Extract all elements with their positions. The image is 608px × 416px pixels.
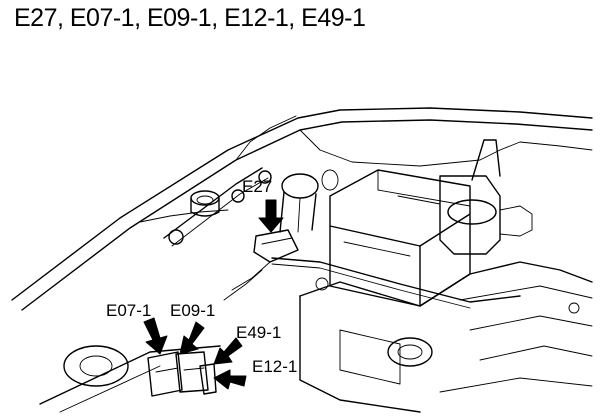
housing-lower-right: [299, 261, 593, 413]
label-e12-1: E12-1: [252, 357, 297, 376]
arrow-e49: [213, 337, 243, 365]
arrow-e07: [143, 317, 168, 355]
label-e07-1: E07-1: [106, 301, 151, 320]
lower-left-part: [39, 345, 221, 413]
label-e49-1: E49-1: [236, 323, 281, 342]
page-title: E27, E07-1, E09-1, E12-1, E49-1: [14, 4, 366, 32]
arrow-e09: [179, 321, 205, 355]
arrow-e12: [213, 369, 247, 390]
strut-bolt: [190, 190, 220, 217]
label-e09-1: E09-1: [170, 301, 215, 320]
fender-shelf: [163, 167, 272, 247]
bottom-connectors: [147, 351, 217, 397]
hood-outline: [11, 107, 593, 311]
arrow-e27: [258, 199, 284, 233]
e27-connector: [253, 169, 339, 263]
label-e27: E27: [242, 177, 272, 196]
wiring-harness: [223, 257, 521, 309]
reservoir: [439, 139, 533, 255]
